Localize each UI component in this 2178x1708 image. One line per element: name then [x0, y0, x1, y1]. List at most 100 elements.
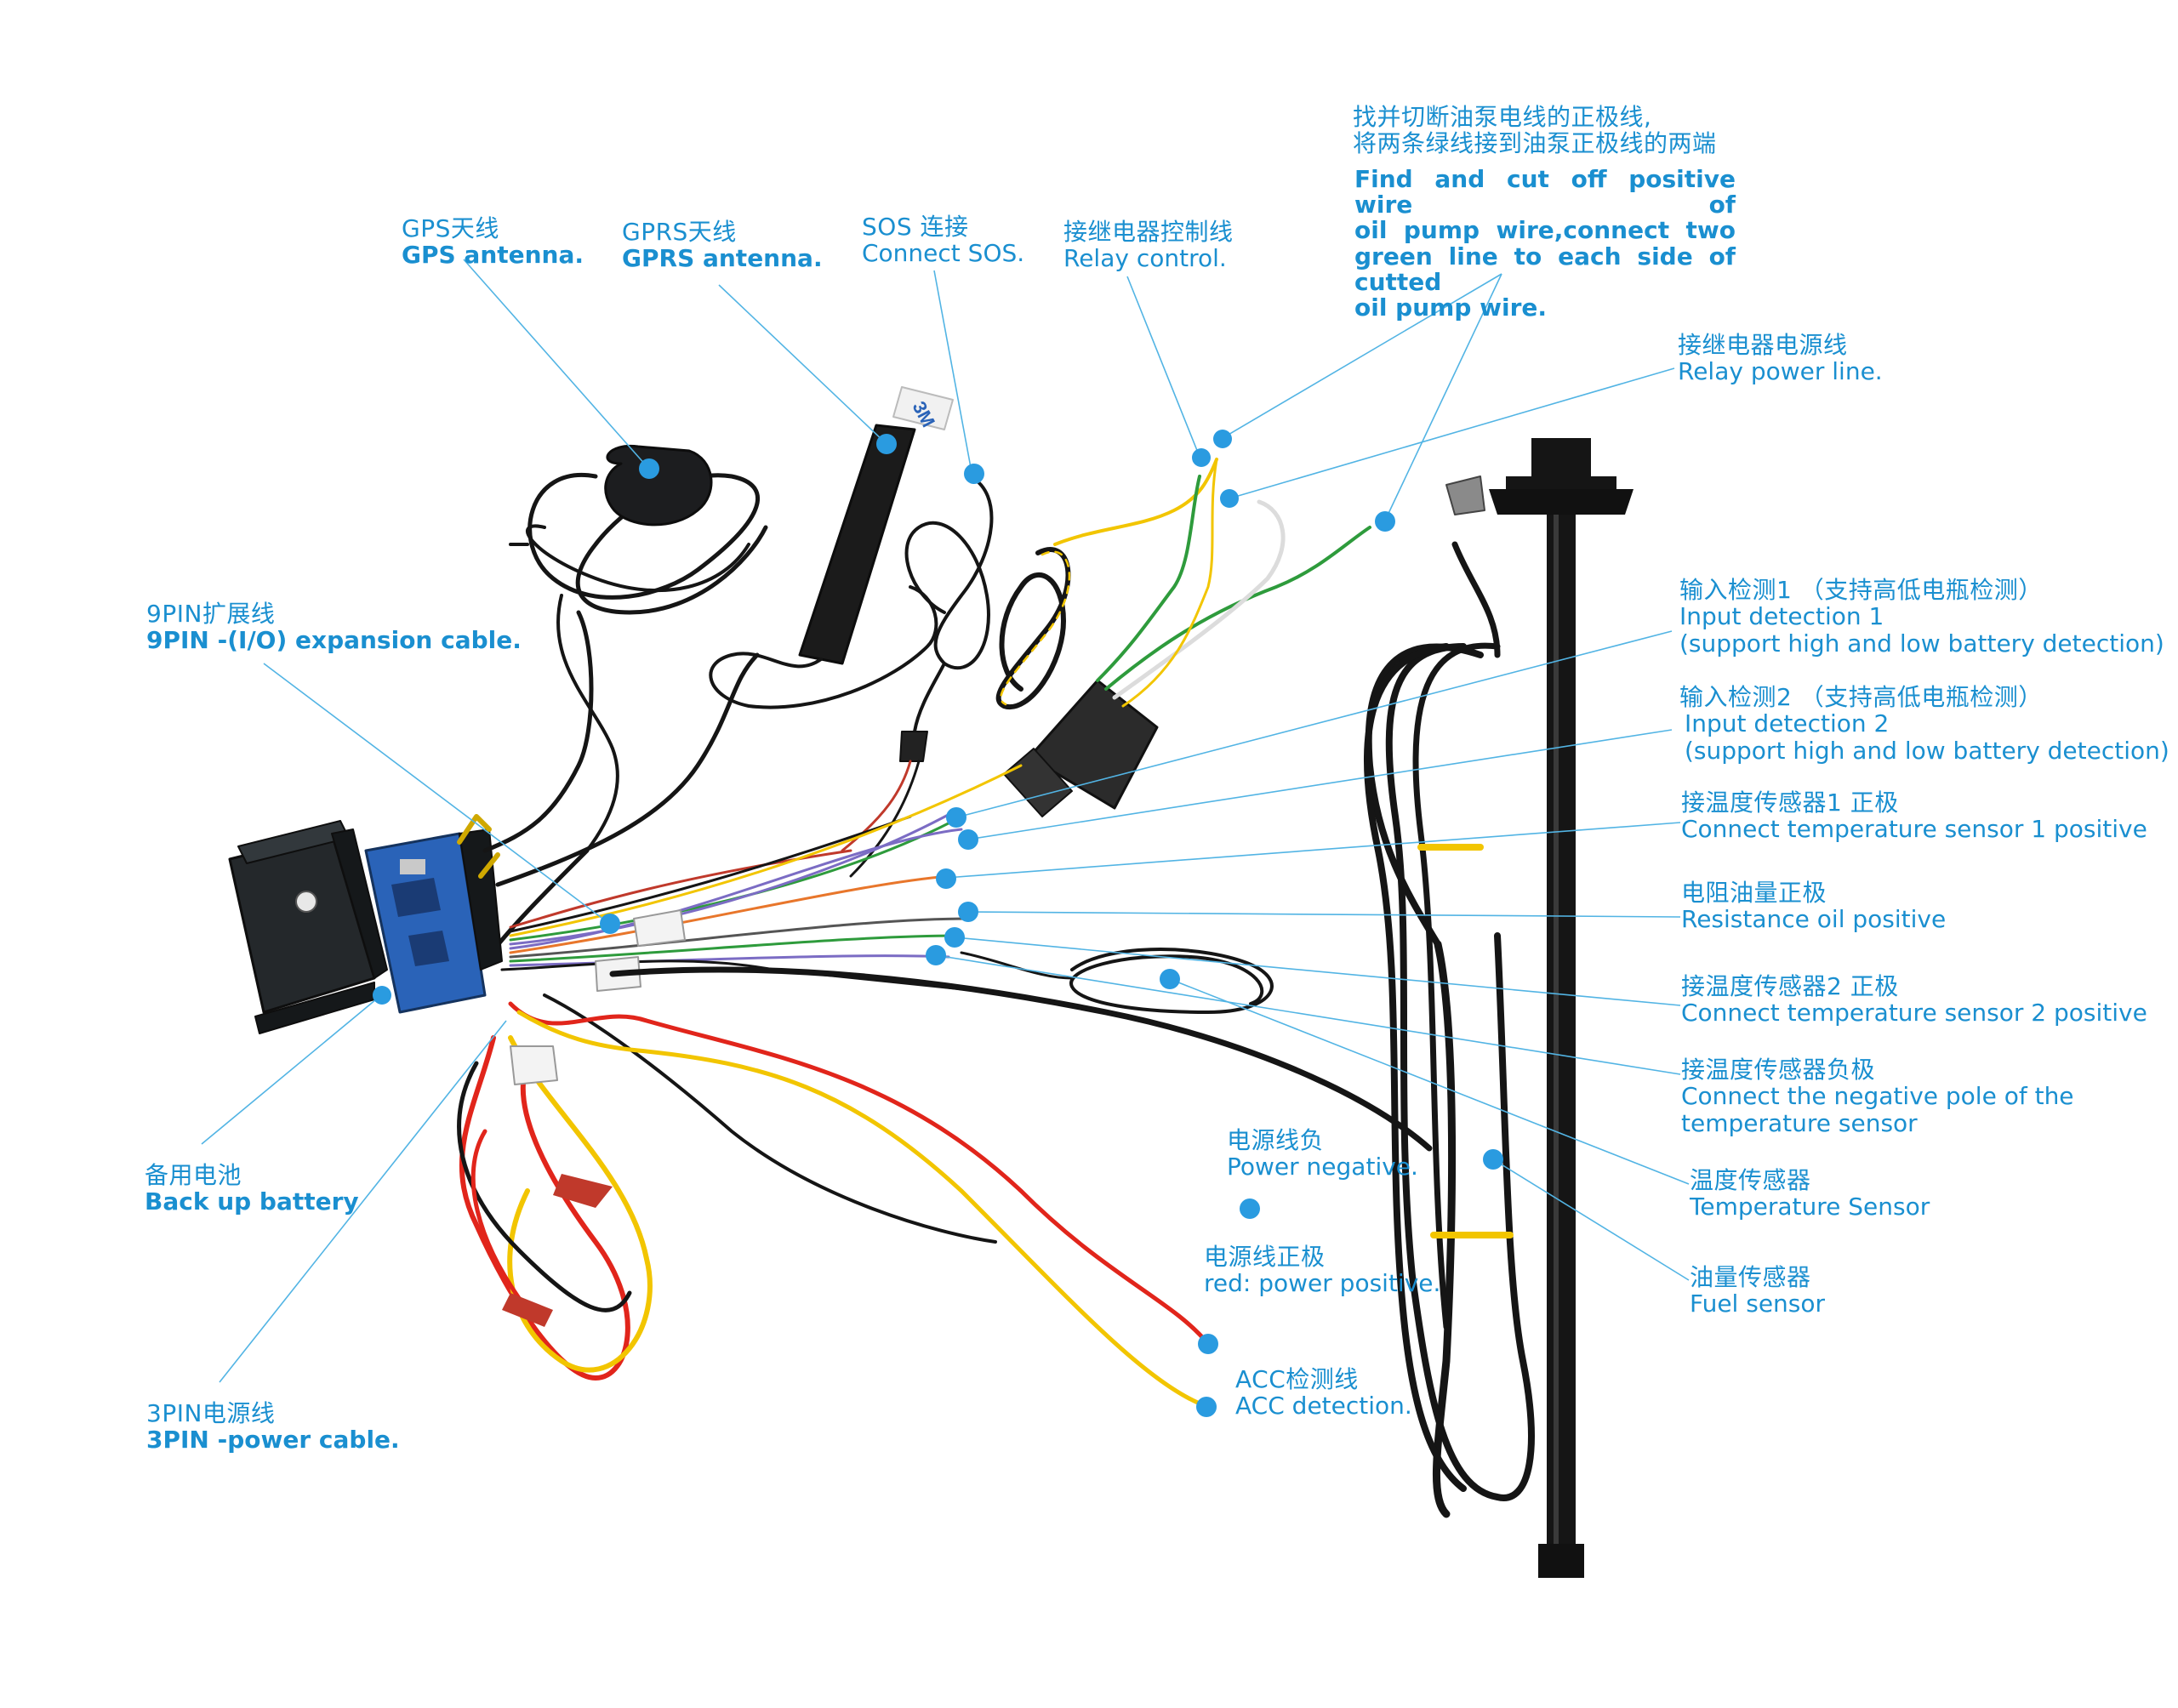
leader-temp-negative: [935, 954, 1681, 1075]
leader-gprs: [718, 284, 886, 443]
dot-backup: [373, 986, 391, 1005]
temp2-en: Connect temperature sensor 2 positive: [1681, 999, 2147, 1028]
dot-temp2: [944, 927, 965, 948]
leader-input1: [955, 630, 1673, 818]
fuel-sensor-zh: 油量传感器: [1690, 1263, 1811, 1291]
temperature-sensor-icon: [960, 948, 1274, 1014]
label-temp2: 接温度传感器2 正极 Connect temperature sensor 2 …: [1681, 973, 2147, 1027]
expansion-en: 9PIN -(I/O) expansion cable.: [146, 626, 522, 655]
backup-battery-zh: 备用电池: [145, 1161, 242, 1189]
dot-input1: [946, 807, 966, 828]
dot-resistance: [958, 902, 978, 922]
relay-control-coil-icon: [995, 458, 1218, 710]
temp-negative-en-1: Connect the negative pole of the: [1681, 1082, 2074, 1111]
label-expansion: 9PIN扩展线 9PIN -(I/O) expansion cable.: [146, 601, 522, 654]
power-cable-en: 3PIN -power cable.: [146, 1426, 400, 1455]
label-input2: 输入检测2 （支持高低电瓶检测） Input detection 2 (supp…: [1679, 684, 2169, 764]
dot-temp-negative: [926, 945, 946, 965]
temp1-en: Connect temperature sensor 1 positive: [1681, 815, 2147, 844]
dot-power-negative: [1240, 1198, 1260, 1219]
label-oil-pump: 找并切断油泵电线的正极线, 将两条绿线接到油泵正极线的两端: [1353, 104, 1717, 157]
input1-en-1: Input detection 1: [1679, 602, 1884, 631]
temp1-zh: 接温度传感器1 正极: [1681, 789, 1899, 817]
power-negative-lead: [543, 993, 997, 1244]
acc-zh: ACC检测线: [1235, 1365, 1359, 1393]
relay-power-zh: 接继电器电源线: [1678, 331, 1848, 359]
label-acc: ACC检测线 ACC detection.: [1235, 1366, 1412, 1420]
relay-control-zh: 接继电器控制线: [1063, 218, 1234, 246]
gps-antenna-icon: [482, 444, 768, 964]
temp-negative-en-2: temperature sensor: [1681, 1108, 1918, 1137]
oil-pump-zh-2: 将两条绿线接到油泵正极线的两端: [1353, 129, 1717, 158]
input2-zh: 输入检测2 （支持高低电瓶检测）: [1679, 683, 2043, 711]
label-power-positive: 电源线正极 red: power positive.: [1204, 1244, 1440, 1297]
product-photo: [228, 386, 1634, 1578]
leader-temp1: [945, 822, 1681, 879]
leader-relay-control: [1126, 276, 1200, 458]
dot-gps: [639, 458, 659, 479]
leader-fuel-sensor: [1492, 1159, 1690, 1281]
gps-cable: [482, 610, 594, 853]
label-fuel-sensor: 油量传感器 Fuel sensor: [1690, 1264, 1825, 1318]
gprs-cable: [495, 652, 760, 887]
label-resistance-oil: 电阻油量正极 Resistance oil positive: [1681, 880, 1946, 933]
power-negative-en: Power negative.: [1227, 1153, 1418, 1181]
leader-lines: [201, 259, 1690, 1383]
sos-cable-icon: [841, 475, 994, 878]
oil-pump-en-2: oil pump wire,connect two: [1354, 216, 1736, 245]
dot-oil-pump-a: [1213, 430, 1232, 448]
sos-en: Connect SOS.: [862, 239, 1025, 268]
oil-pump-en-3: green line to each side of cutted: [1354, 242, 1736, 296]
input1-zh: 输入检测1 （支持高低电瓶检测）: [1679, 576, 2043, 604]
dot-gprs: [876, 434, 897, 454]
label-input1: 输入检测1 （支持高低电瓶检测） Input detection 1 (supp…: [1679, 577, 2164, 657]
relay-icon: [1003, 458, 1371, 817]
dot-expansion: [600, 914, 620, 934]
leader-resistance: [966, 911, 1681, 918]
backup-battery-en: Back up battery: [145, 1187, 359, 1216]
expansion-zh: 9PIN扩展线: [146, 600, 276, 628]
leader-expansion: [263, 663, 609, 924]
leader-temp-sensor: [1169, 978, 1690, 1185]
fuel-sensor-icon: [1445, 438, 1634, 1578]
input1-en-2: (support high and low battery detection): [1679, 629, 2164, 658]
power-cable-coil-icon: [457, 1035, 653, 1381]
power-negative-zh: 电源线负: [1227, 1126, 1325, 1154]
dot-oil-pump-b: [1375, 511, 1395, 532]
fuel-sensor-en: Fuel sensor: [1690, 1290, 1826, 1318]
sos-zh: SOS 连接: [862, 213, 969, 241]
label-relay-power: 接继电器电源线 Relay power line.: [1678, 332, 1883, 385]
leader-oil-pump-a: [1222, 273, 1502, 439]
dot-fuel-sensor: [1483, 1149, 1503, 1170]
temp-sensor-en: Temperature Sensor: [1690, 1193, 1930, 1221]
gprs-antenna-en: GPRS antenna.: [622, 244, 823, 273]
resistance-oil-zh: 电阻油量正极: [1681, 879, 1827, 907]
marker-dots: [373, 430, 1503, 1417]
gprs-antenna-zh: GPRS天线: [622, 218, 737, 246]
temp-sensor-zh: 温度传感器: [1690, 1166, 1811, 1194]
resistance-oil-en: Resistance oil positive: [1681, 905, 1947, 934]
input2-en-1: Input detection 2: [1685, 709, 1890, 738]
temp2-zh: 接温度传感器2 正极: [1681, 972, 1899, 1000]
label-power-cable: 3PIN电源线 3PIN -power cable.: [146, 1400, 400, 1454]
label-temp-sensor: 温度传感器 Temperature Sensor: [1690, 1167, 1930, 1221]
gps-antenna-en: GPS antenna.: [402, 241, 584, 270]
gps-antenna-zh: GPS天线: [402, 214, 499, 242]
dot-temp-sensor: [1160, 969, 1180, 989]
label-relay-control: 接继电器控制线 Relay control.: [1063, 219, 1234, 272]
label-oil-pump-en: Find and cut off positive wire of oil pu…: [1354, 166, 1736, 321]
label-gprs-antenna: GPRS天线 GPRS antenna.: [622, 219, 823, 272]
relay-power-en: Relay power line.: [1678, 357, 1883, 386]
leader-oil-pump-b: [1384, 273, 1502, 521]
leader-input2: [966, 729, 1673, 840]
power-positive-cable: [508, 1001, 1211, 1346]
label-temp-negative: 接温度传感器负极 Connect the negative pole of th…: [1681, 1056, 2074, 1136]
power-cable-zh: 3PIN电源线: [146, 1399, 276, 1427]
label-power-negative: 电源线负 Power negative.: [1227, 1127, 1418, 1181]
label-gps-antenna: GPS天线 GPS antenna.: [402, 215, 584, 269]
oil-pump-zh-1: 找并切断油泵电线的正极线,: [1353, 103, 1652, 131]
tracker-device-icon: [228, 814, 503, 1034]
dot-input2: [958, 829, 978, 850]
